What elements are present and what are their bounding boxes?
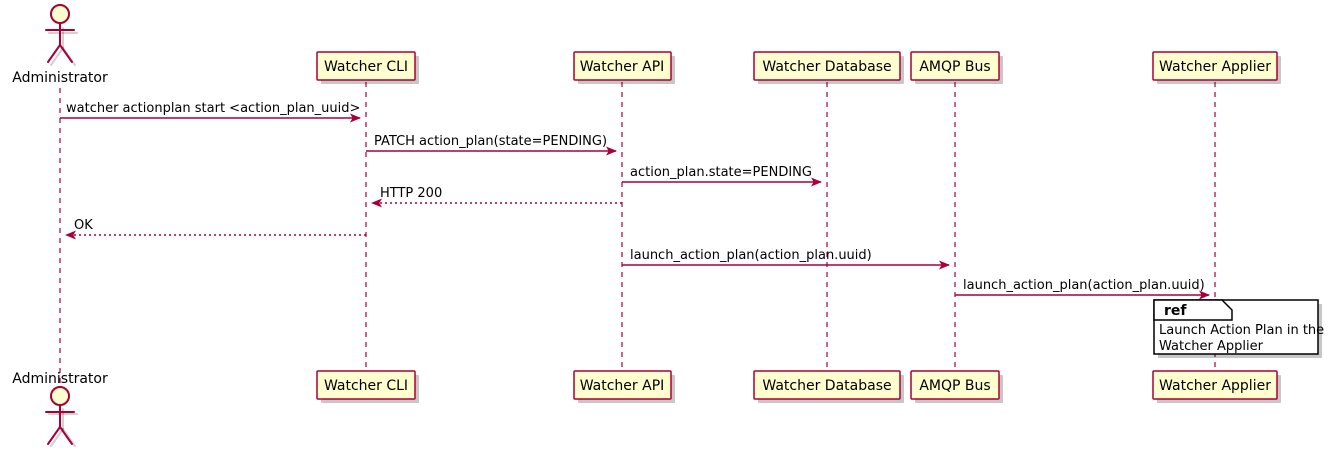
participant-label-amqp-bus-top: AMQP Bus [919, 59, 990, 75]
participant-label-watcher-applier-bottom: Watcher Applier [1159, 378, 1271, 394]
participant-label-watcher-api-bottom: Watcher API [580, 378, 665, 394]
message-label-3: action_plan.state=PENDING [630, 165, 812, 180]
participant-label-watcher-database-top: Watcher Database [762, 59, 891, 75]
participant-label-watcher-cli-bottom: Watcher CLI [324, 378, 408, 394]
participant-box-watcher-database-top[interactable]: Watcher Database [753, 51, 904, 84]
actor-left-leg-line-bottom [47, 426, 61, 445]
participant-box-watcher-applier-top[interactable]: Watcher Applier [1152, 51, 1281, 84]
actor-head-icon [50, 4, 70, 24]
participant-boxes-top: Watcher CLI Watcher API Watcher Database… [316, 51, 1281, 84]
message-label-4: HTTP 200 [380, 186, 442, 201]
actor-left-leg-line [47, 44, 61, 63]
participant-label-watcher-applier-top: Watcher Applier [1159, 59, 1271, 75]
participant-box-watcher-api-bottom[interactable]: Watcher API [573, 370, 675, 403]
lifelines-group [59, 82, 1216, 398]
actor-administrator-top[interactable]: Administrator [12, 4, 108, 86]
participant-box-watcher-database-bottom[interactable]: Watcher Database [753, 370, 904, 403]
ref-fragment-launch-action-plan[interactable]: ref Launch Action Plan in the Watcher Ap… [1153, 299, 1324, 358]
actor-label-administrator-bottom: Administrator [12, 371, 108, 387]
message-label-1: watcher actionplan start <action_plan_uu… [66, 101, 360, 116]
messages-group: watcher actionplan start <action_plan_uu… [60, 101, 1210, 300]
participant-label-watcher-cli-top: Watcher CLI [324, 59, 408, 75]
message-watcher-actionplan-start[interactable]: watcher actionplan start <action_plan_uu… [60, 101, 361, 123]
message-launch-action-plan-bus-to-applier[interactable]: launch_action_plan(action_plan.uuid) [955, 278, 1210, 300]
actor-head-icon-bottom [50, 386, 70, 406]
message-action-plan-state-pending[interactable]: action_plan.state=PENDING [622, 165, 822, 187]
participant-label-watcher-database-bottom: Watcher Database [762, 378, 891, 394]
message-launch-action-plan-api-to-bus[interactable]: launch_action_plan(action_plan.uuid) [622, 248, 950, 270]
participant-box-watcher-cli-bottom[interactable]: Watcher CLI [316, 370, 419, 403]
message-ok[interactable]: OK [65, 218, 366, 240]
participant-box-amqp-bus-top[interactable]: AMQP Bus [910, 51, 1003, 84]
message-http-200[interactable]: HTTP 200 [371, 186, 622, 208]
ref-tab-shape [1153, 299, 1233, 321]
participant-label-watcher-api-top: Watcher API [580, 59, 665, 75]
actor-right-leg-line-bottom [59, 426, 73, 445]
message-label-7: launch_action_plan(action_plan.uuid) [963, 278, 1205, 293]
ref-keyword-label: ref [1164, 303, 1187, 319]
message-label-6: launch_action_plan(action_plan.uuid) [630, 248, 872, 263]
actor-administrator-bottom[interactable]: Administrator [12, 371, 108, 447]
ref-body-line-2: Watcher Applier [1159, 339, 1264, 354]
message-patch-action-plan[interactable]: PATCH action_plan(state=PENDING) [366, 134, 617, 156]
participant-boxes-bottom: Watcher CLI Watcher API Watcher Database… [316, 370, 1281, 403]
participant-box-watcher-cli-top[interactable]: Watcher CLI [316, 51, 419, 84]
participant-box-watcher-applier-bottom[interactable]: Watcher Applier [1152, 370, 1281, 403]
message-label-5: OK [74, 218, 93, 233]
ref-body-line-1: Launch Action Plan in the [1159, 323, 1324, 338]
participant-box-watcher-api-top[interactable]: Watcher API [573, 51, 675, 84]
actor-shadow-bottom [48, 408, 78, 447]
actor-shadow-top [48, 27, 78, 66]
actor-right-leg-line [59, 44, 73, 63]
actor-label-administrator-top: Administrator [12, 70, 108, 86]
message-label-2: PATCH action_plan(state=PENDING) [374, 134, 607, 149]
participant-label-amqp-bus-bottom: AMQP Bus [919, 378, 990, 394]
participant-box-amqp-bus-bottom[interactable]: AMQP Bus [910, 370, 1003, 403]
